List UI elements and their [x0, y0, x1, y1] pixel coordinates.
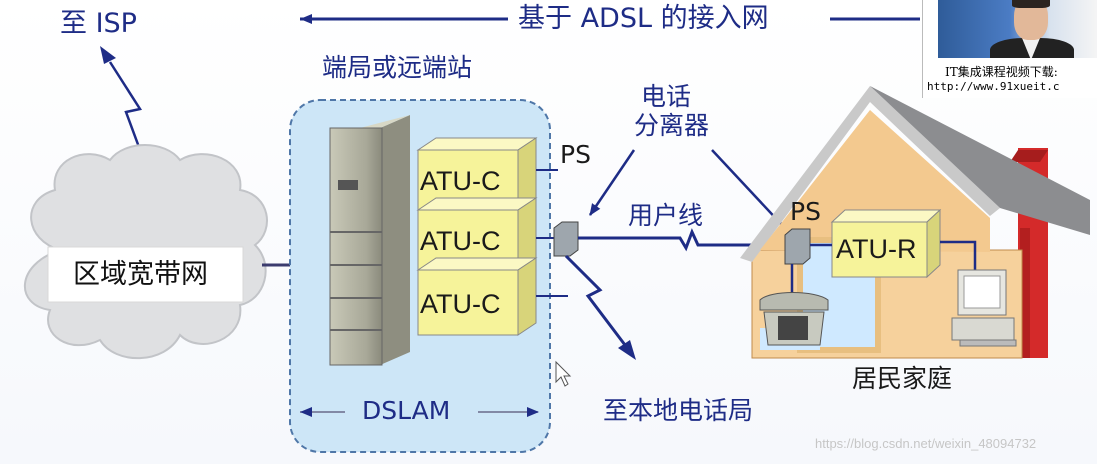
ps-central-label: PS	[560, 140, 591, 169]
watermark: https://blog.csdn.net/weixin_48094732	[815, 436, 1037, 451]
atu-r-pc-link	[940, 240, 977, 270]
presenter-video	[938, 0, 1097, 58]
home-splitter	[784, 228, 811, 265]
video-overlay-url: http://www.91xueit.c	[927, 80, 1060, 93]
isp-lightning-line	[108, 61, 145, 159]
video-overlay-line1: IT集成课程视频下载:	[945, 65, 1058, 79]
cloud-label: 区域宽带网	[73, 259, 208, 290]
atu-c-label-2: ATU-C	[420, 226, 501, 256]
user-line	[578, 228, 782, 252]
home-label: 居民家庭	[852, 364, 953, 393]
cloud-label-box	[47, 246, 244, 303]
dslam-server	[329, 127, 383, 366]
mouse-cursor	[555, 360, 572, 387]
local-exchange-arrowhead	[618, 340, 636, 360]
central-splitter	[553, 221, 579, 257]
atu-r-box	[830, 208, 942, 279]
atu-c-box-3	[416, 257, 538, 336]
dslam-server-side	[380, 115, 410, 365]
dslam-label: DSLAM	[362, 396, 451, 425]
local-exchange-label: 至本地电话局	[603, 396, 754, 425]
user-line-label: 用户线	[628, 201, 704, 230]
isp-label: 至 ISP	[60, 8, 137, 39]
telephone	[759, 292, 829, 346]
splitter-arrow-left	[588, 149, 636, 216]
diagram-title: 基于 ADSL 的接入网	[518, 3, 769, 34]
splitter-label-line1: 电话	[641, 82, 692, 111]
atu-c-label-3: ATU-C	[420, 289, 501, 319]
ps-home-label: PS	[790, 197, 821, 226]
atu-r-label: ATU-R	[836, 234, 917, 264]
station-label: 端局或远端站	[322, 53, 473, 82]
splitter-arrow-right	[711, 149, 783, 226]
dslam-server-slot	[338, 180, 358, 190]
computer	[951, 269, 1017, 347]
atu-c-label-1: ATU-C	[420, 166, 501, 196]
video-overlay: IT集成课程视频下载: http://www.91xueit.c	[922, 0, 1097, 98]
splitter-label-line2: 分离器	[634, 111, 710, 140]
local-exchange-line	[564, 254, 627, 346]
isp-lightning-head	[100, 46, 116, 64]
